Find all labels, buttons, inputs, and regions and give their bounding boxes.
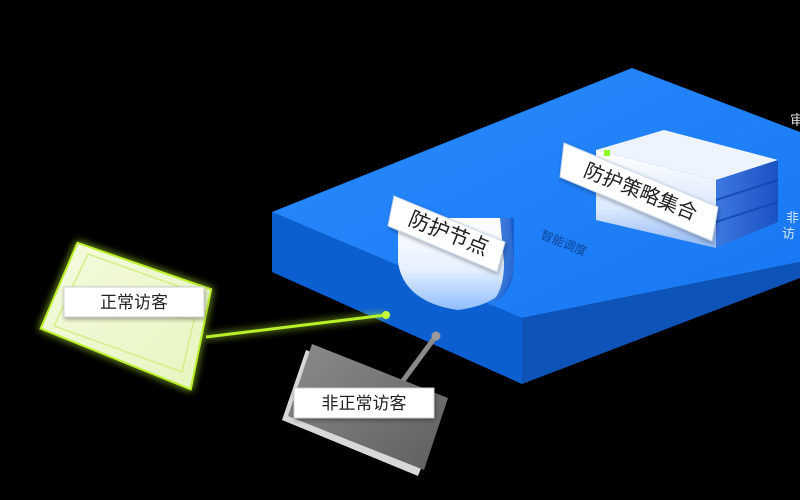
abnormal-link-endpoint — [431, 331, 441, 341]
server-top — [596, 130, 778, 180]
abnormal-visitor: 非正常访客 — [282, 344, 448, 476]
normal-visitor-label: 正常访客 — [63, 286, 205, 318]
right-edge-top-text: 审 — [790, 113, 800, 129]
policy-set-server: 防护策略集合 — [559, 130, 779, 248]
normal-visitor-text: 正常访客 — [100, 293, 168, 313]
abnormal-visitor-link — [399, 331, 441, 384]
right-edge-bottom-text: 访 — [782, 227, 795, 242]
right-edge-mid-text: 非 — [786, 211, 799, 226]
shield-side — [488, 218, 514, 306]
platform-side-front — [522, 262, 800, 384]
right-edge-fragments: 审 非 访 — [782, 113, 800, 242]
platform-side-left — [272, 212, 522, 384]
abnormal-visitor-text: 非正常访客 — [322, 394, 407, 414]
normal-visitor: 正常访客 — [39, 241, 213, 391]
normal-link-endpoint — [382, 311, 390, 319]
server-side — [716, 160, 778, 248]
server-status-led — [604, 150, 610, 156]
normal-visitor-link — [205, 311, 390, 339]
abnormal-visitor-label: 非正常访客 — [293, 387, 435, 419]
